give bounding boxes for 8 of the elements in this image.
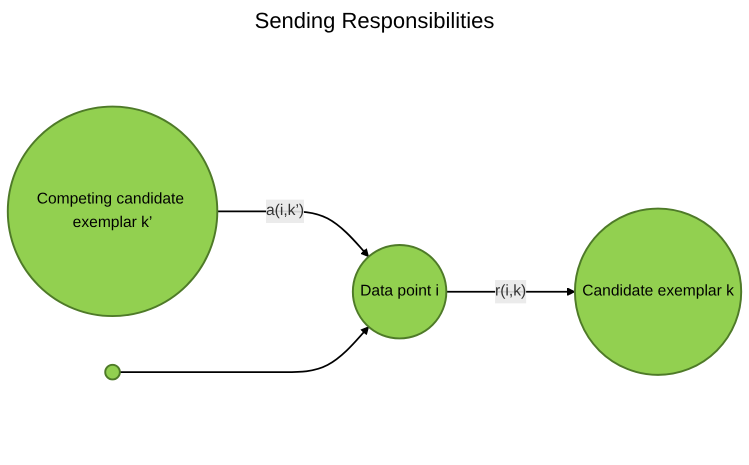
diagram-title: Sending Responsibilities [254,8,496,34]
arrow [120,326,369,373]
edge-label: r(i,k) [495,282,526,300]
edge-label: a(i,k’) [266,202,304,220]
node-circle: Data point i [352,244,448,340]
node-circle: Competing candidate exemplar k’ [6,106,218,318]
node-circle: Candidate exemplar k [574,208,742,376]
node-circle [104,364,121,380]
